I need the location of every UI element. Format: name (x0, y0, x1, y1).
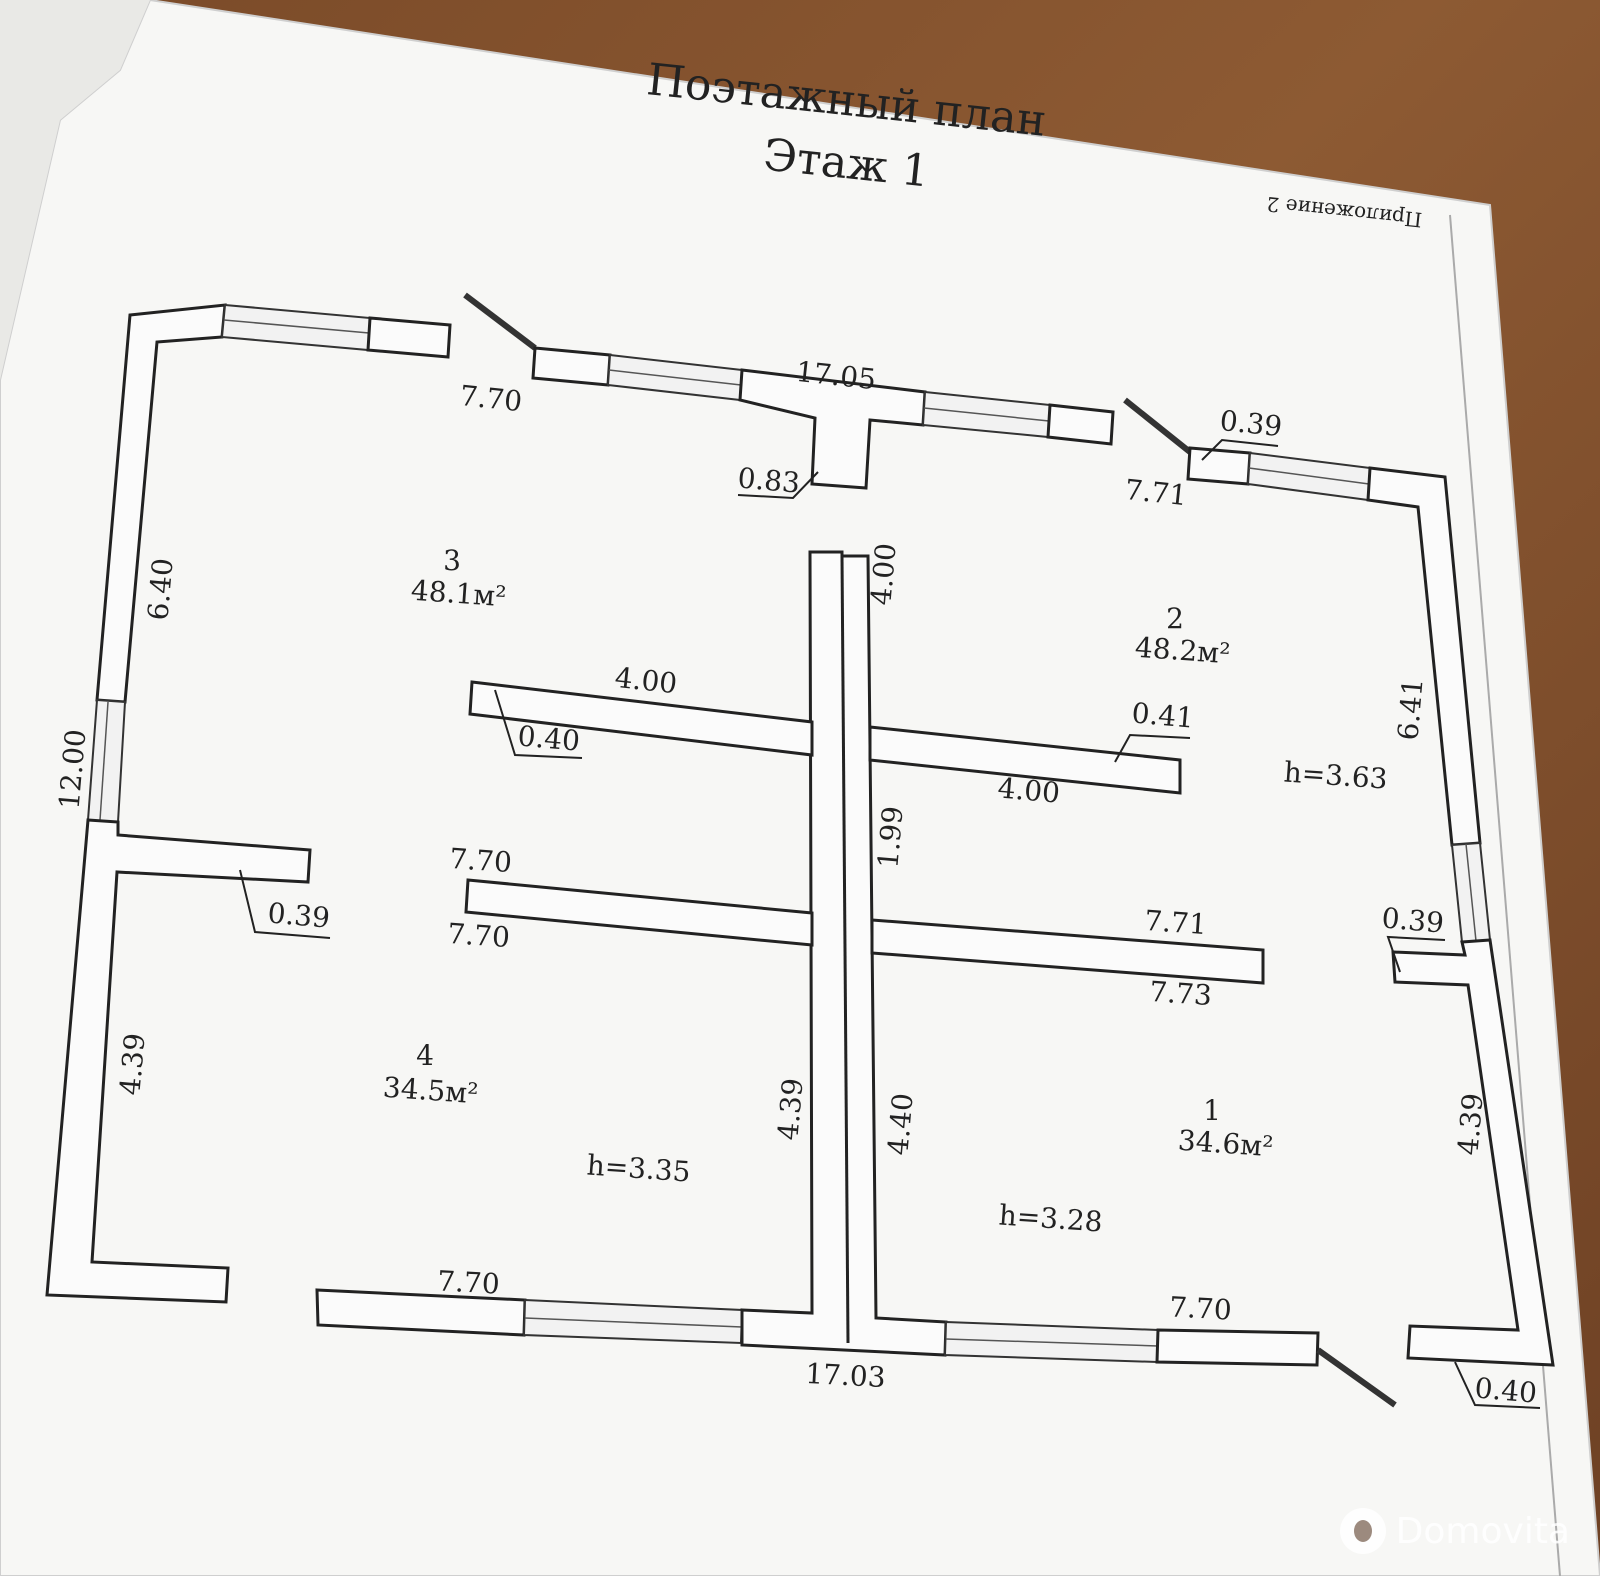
domovita-logo-icon (1339, 1508, 1386, 1554)
dim-left-total: 12.00 (53, 728, 93, 811)
door-leaf-top (463, 292, 537, 351)
room-4-area: 34.5м² (382, 1071, 479, 1111)
wall-right-lower (1391, 938, 1555, 1367)
dim-partition-upper-left-wall: 0.40 (516, 719, 581, 757)
dim-partition-mid-left-bottom: 7.70 (446, 917, 510, 954)
dim-bottom-right: 7.70 (1169, 1290, 1233, 1326)
room-1-area: 34.6м² (1177, 1124, 1274, 1164)
room-1-number: 1 (1203, 1094, 1221, 1127)
room-3-area: 48.1м² (410, 574, 507, 614)
dim-partition-upper-right: 4.00 (996, 771, 1061, 809)
dim-center-lower-right: 4.40 (881, 1092, 919, 1157)
dim-bottom-left: 7.70 (437, 1264, 501, 1300)
dim-partition-mid-right-bottom: 7.73 (1148, 975, 1212, 1012)
dim-top-left: 7.70 (458, 379, 523, 418)
dim-right-stub-wall: 0.39 (1380, 901, 1445, 939)
dim-right-upper: 6.41 (1391, 677, 1429, 742)
dim-partition-mid-left-top: 7.70 (448, 842, 512, 879)
door-leaf-top-right (1123, 397, 1192, 455)
room-labels: 3 48.1м² 2 48.2м² 4 34.5м² 1 34.6м² h=3.… (382, 544, 1389, 1239)
partition-upper-left (468, 680, 814, 757)
watermark-text: Domovita (1395, 1510, 1570, 1552)
paper-edge-left (0, 0, 150, 380)
walls (45, 292, 1555, 1408)
room-4-number: 4 (416, 1039, 434, 1072)
partition-mid-right (870, 918, 1265, 985)
wall-top-seg-a (366, 316, 452, 359)
partition-mid-left (464, 878, 814, 947)
watermark: Domovita (1339, 1508, 1570, 1554)
wall-top-seg-c (1046, 403, 1115, 446)
dim-top-right-wall: 0.39 (1218, 404, 1283, 443)
dim-top-right: 7.71 (1123, 473, 1188, 512)
dim-bottom-total: 17.03 (805, 1357, 887, 1394)
room-2-number: 2 (1166, 602, 1184, 635)
dimension-labels: 17.05 7.70 7.71 0.83 0.39 12.00 6.40 4.3… (53, 355, 1541, 1410)
wall-top-seg-d (1186, 446, 1252, 486)
room-2-area: 48.2м² (1134, 631, 1231, 671)
wall-top-seg-b (531, 346, 612, 387)
dim-partition-upper-right-top: 0.41 (1130, 696, 1195, 734)
dim-center-upper: 4.00 (864, 542, 902, 607)
dim-right-bottom-wall: 0.40 (1473, 1371, 1538, 1409)
door-leaf-bottom (1316, 1347, 1397, 1408)
dim-top-mid-wall: 0.83 (736, 461, 801, 499)
height-room-1: h=3.28 (998, 1198, 1104, 1238)
wall-bottom-right (1155, 1328, 1320, 1367)
dim-partition-upper-left: 4.00 (613, 661, 678, 700)
room-3-number: 3 (443, 544, 461, 577)
dim-center-lower-left: 4.39 (771, 1077, 809, 1142)
partition-upper-right (868, 725, 1182, 795)
dim-center-mid: 1.99 (871, 805, 909, 870)
height-room-2: h=3.63 (1283, 755, 1389, 795)
dim-left-lower: 4.39 (113, 1032, 151, 1097)
height-room-4: h=3.35 (586, 1148, 692, 1188)
wall-left-lower (45, 818, 312, 1304)
dim-left-upper: 6.40 (141, 557, 179, 622)
dim-right-lower: 4.39 (1451, 1092, 1489, 1157)
dim-left-stub-wall: 0.39 (266, 896, 331, 934)
dim-partition-mid-right-top: 7.71 (1143, 904, 1207, 941)
